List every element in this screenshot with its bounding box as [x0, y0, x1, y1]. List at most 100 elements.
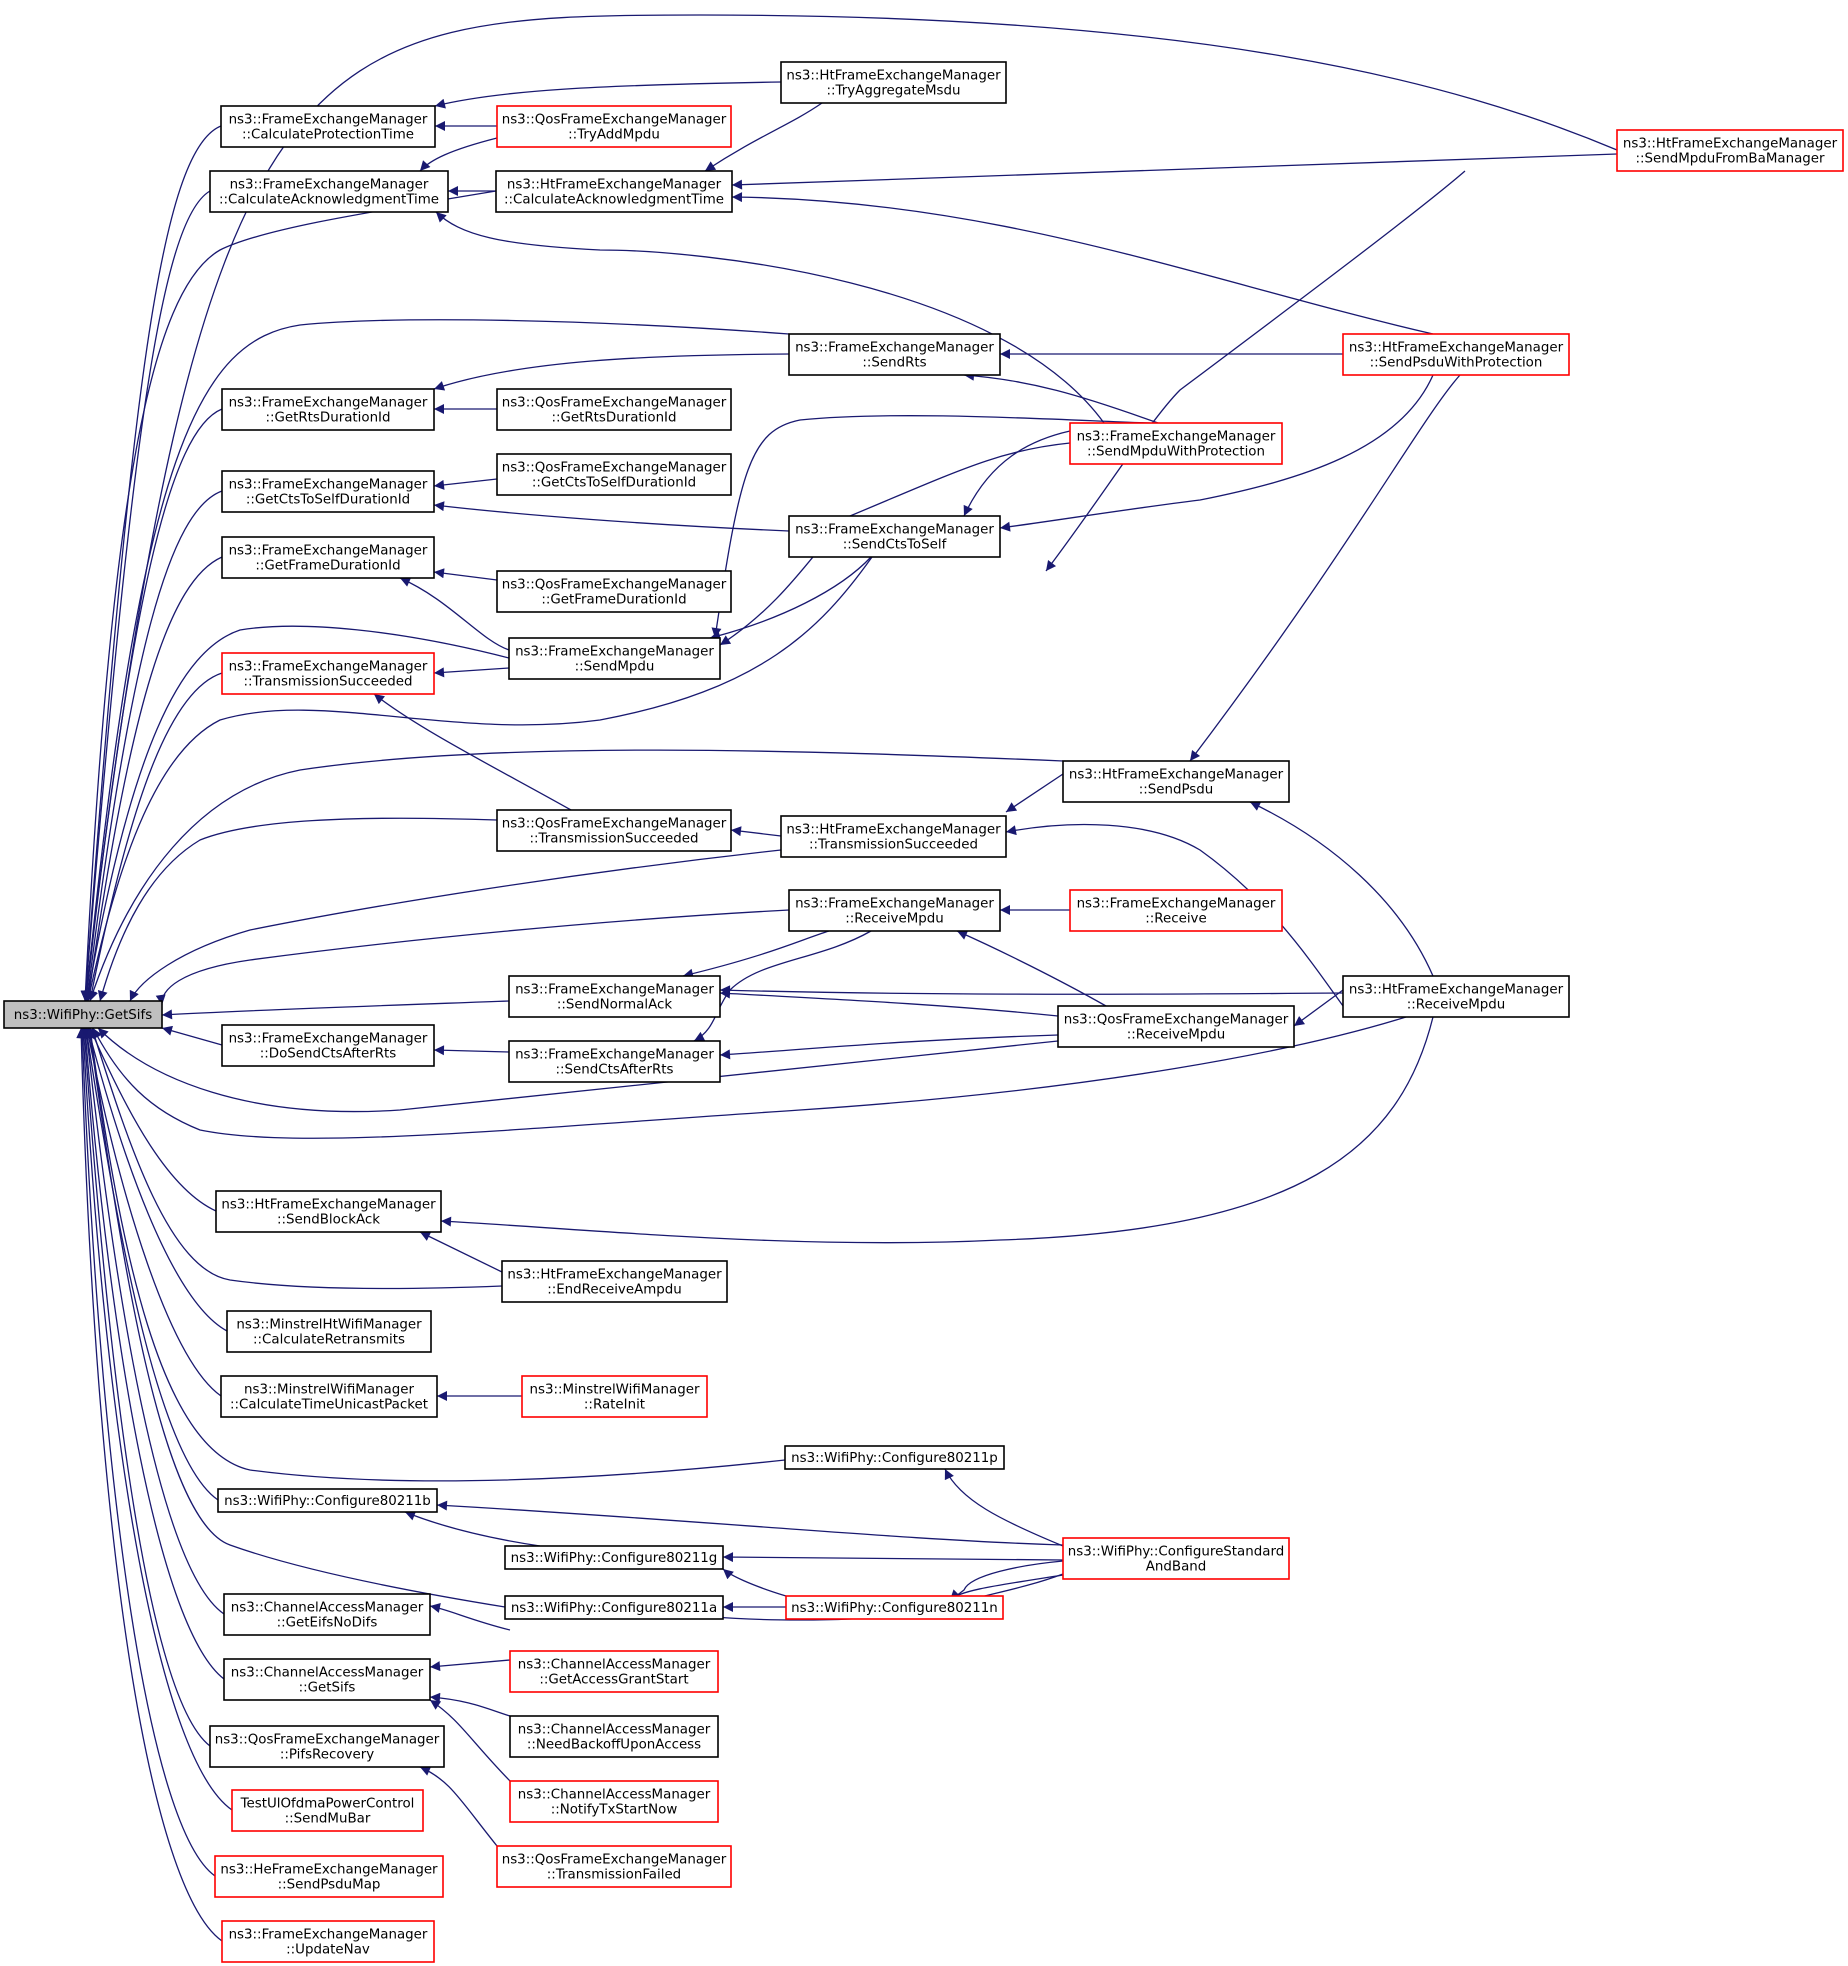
call-edge-59	[711, 415, 1151, 639]
call-edge-24	[129, 849, 782, 1002]
call-edge-4	[84, 556, 223, 1002]
node-n-qgrdi[interactable]: ns3::QosFrameExchangeManager::GetRtsDura…	[496, 388, 732, 431]
node-n-ts[interactable]: ns3::FrameExchangeManager::TransmissionS…	[221, 652, 435, 695]
node-box	[1057, 1005, 1295, 1048]
node-n-recv[interactable]: ns3::FrameExchangeManager::Receive	[1069, 889, 1283, 932]
node-box	[508, 637, 721, 680]
node-label-line: ns3::MinstrelWifiManager	[530, 1383, 700, 1398]
node-n-scar[interactable]: ns3::FrameExchangeManager::SendCtsAfterR…	[508, 1040, 721, 1083]
node-n-gfdi[interactable]: ns3::FrameExchangeManager::GetFrameDurat…	[221, 536, 435, 579]
call-edge-74	[719, 985, 1344, 996]
call-edge-53	[429, 1692, 511, 1717]
call-edge-82	[944, 1468, 1064, 1547]
node-n-c11n[interactable]: ns3::WifiPhy::Configure80211n	[785, 1595, 1004, 1620]
call-edge-61	[999, 374, 1434, 532]
node-n-qtf[interactable]: ns3::QosFrameExchangeManager::Transmissi…	[496, 1845, 732, 1888]
node-n-htsba[interactable]: ns3::HtFrameExchangeManager::SendBlockAc…	[215, 1190, 442, 1233]
node-n-mctup[interactable]: ns3::MinstrelWifiManager::CalculateTimeU…	[220, 1375, 438, 1418]
graph-edges	[76, 14, 1618, 1942]
node-label-line: ::SendBlockAck	[277, 1213, 380, 1228]
node-box	[495, 170, 733, 213]
node-n-rm[interactable]: ns3::FrameExchangeManager::ReceiveMpdu	[788, 889, 1001, 932]
node-label-line: ::ReceiveMpdu	[1127, 1028, 1226, 1043]
node-n-htts[interactable]: ns3::HtFrameExchangeManager::Transmissio…	[780, 815, 1007, 858]
node-n-scts[interactable]: ns3::FrameExchangeManager::SendCtsToSelf	[788, 515, 1001, 558]
node-label-line: ::TransmissionSucceeded	[244, 675, 413, 690]
node-label-line: ns3::FrameExchangeManager	[230, 178, 429, 193]
node-n-qgfdi[interactable]: ns3::QosFrameExchangeManager::GetFrameDu…	[496, 570, 732, 613]
node-label-line: ::SendNormalAck	[557, 998, 672, 1013]
node-n-mhcr[interactable]: ns3::MinstrelHtWifiManager::CalculateRet…	[226, 1310, 432, 1353]
node-label-line: ::GetFrameDurationId	[541, 593, 686, 608]
node-n-smwp[interactable]: ns3::FrameExchangeManager::SendMpduWithP…	[1069, 422, 1283, 465]
node-n-htrm[interactable]: ns3::HtFrameExchangeManager::ReceiveMpdu	[1342, 975, 1570, 1018]
node-n-c11p[interactable]: ns3::WifiPhy::Configure80211p	[784, 1445, 1005, 1470]
node-n-c11g[interactable]: ns3::WifiPhy::Configure80211g	[504, 1545, 724, 1570]
node-label-line: ns3::WifiPhy::Configure80211b	[224, 1494, 431, 1509]
node-n-camgs[interactable]: ns3::ChannelAccessManager::GetSifs	[223, 1658, 431, 1701]
node-n-httam[interactable]: ns3::HtFrameExchangeManager::TryAggregat…	[780, 61, 1007, 104]
call-edge-22	[88, 749, 1064, 1002]
node-n-gctsdi[interactable]: ns3::FrameExchangeManager::GetCtsToSelfD…	[221, 470, 435, 513]
node-box	[221, 470, 435, 513]
node-n-camnbua[interactable]: ns3::ChannelAccessManager::NeedBackoffUp…	[509, 1715, 719, 1758]
call-edge-51	[429, 1659, 511, 1672]
node-box	[504, 1545, 724, 1570]
node-label-line: ns3::HtFrameExchangeManager	[786, 69, 1001, 84]
node-n-tupc[interactable]: TestUlOfdmaPowerControl::SendMuBar	[231, 1789, 424, 1832]
call-edge-72	[956, 930, 1107, 1007]
node-n-camgags[interactable]: ns3::ChannelAccessManager::GetAccessGran…	[509, 1650, 719, 1693]
call-edge-15	[77, 1027, 216, 1877]
node-n-qrm[interactable]: ns3::QosFrameExchangeManager::ReceiveMpd…	[1057, 1005, 1295, 1048]
node-root[interactable]: ns3::WifiPhy::GetSifs	[3, 1000, 163, 1029]
call-edge-21	[85, 556, 873, 1002]
node-label-line: ns3::MinstrelWifiManager	[244, 1383, 414, 1398]
node-n-grdi[interactable]: ns3::FrameExchangeManager::GetRtsDuratio…	[221, 388, 435, 431]
node-label-line: ns3::HtFrameExchangeManager	[786, 823, 1001, 838]
node-n-camgend[interactable]: ns3::ChannelAccessManager::GetEifsNoDifs	[223, 1593, 431, 1636]
node-n-qpr[interactable]: ns3::QosFrameExchangeManager::PifsRecove…	[209, 1725, 445, 1768]
node-n-htcat[interactable]: ns3::HtFrameExchangeManager::CalculateAc…	[495, 170, 733, 213]
node-n-cpt[interactable]: ns3::FrameExchangeManager::CalculateProt…	[220, 105, 436, 148]
call-edge-38	[433, 478, 498, 490]
call-edge-19	[82, 319, 790, 1002]
node-n-qgctsdi[interactable]: ns3::QosFrameExchangeManager::GetCtsToSe…	[496, 453, 732, 496]
node-n-c11a[interactable]: ns3::WifiPhy::Configure80211a	[504, 1595, 724, 1620]
node-label-line: ns3::WifiPhy::GetSifs	[14, 1008, 152, 1023]
node-n-mri[interactable]: ns3::MinstrelWifiManager::RateInit	[521, 1375, 708, 1418]
node-label-line: ::SendMpduWithProtection	[1087, 445, 1265, 460]
node-label-line: ::TryAddMpdu	[568, 128, 660, 143]
call-edge-32	[434, 81, 782, 109]
node-label-line: ::SendPsdu	[1139, 783, 1214, 798]
node-n-dscar[interactable]: ns3::FrameExchangeManager::DoSendCtsAfte…	[221, 1024, 435, 1067]
node-n-htera[interactable]: ns3::HtFrameExchangeManager::EndReceiveA…	[501, 1260, 728, 1303]
node-box	[221, 536, 435, 579]
node-label-line: ns3::FrameExchangeManager	[795, 523, 994, 538]
node-n-sna[interactable]: ns3::FrameExchangeManager::SendNormalAck	[508, 975, 721, 1018]
node-n-srts[interactable]: ns3::FrameExchangeManager::SendRts	[788, 333, 1001, 376]
node-n-un[interactable]: ns3::FrameExchangeManager::UpdateNav	[221, 1920, 435, 1963]
call-edge-54	[429, 1699, 511, 1782]
node-n-htspwp[interactable]: ns3::HtFrameExchangeManager::SendPsduWit…	[1342, 333, 1570, 376]
node-box	[1616, 129, 1844, 172]
node-label-line: ns3::FrameExchangeManager	[229, 113, 428, 128]
node-n-hespm[interactable]: ns3::HeFrameExchangeManager::SendPsduMap	[214, 1855, 444, 1898]
node-box	[220, 105, 436, 148]
node-n-sm[interactable]: ns3::FrameExchangeManager::SendMpdu	[508, 637, 721, 680]
call-edge-57	[731, 153, 1618, 190]
node-box	[1342, 333, 1570, 376]
node-n-htsp[interactable]: ns3::HtFrameExchangeManager::SendPsdu	[1062, 760, 1290, 803]
node-label-line: ::GetAccessGrantStart	[539, 1673, 688, 1688]
node-label-line: ns3::FrameExchangeManager	[229, 544, 428, 559]
node-n-c11b[interactable]: ns3::WifiPhy::Configure80211b	[217, 1488, 438, 1513]
node-box	[215, 1190, 442, 1233]
node-n-cat[interactable]: ns3::FrameExchangeManager::CalculateAckn…	[209, 170, 449, 213]
node-label-line: ::NotifyTxStartNow	[551, 1803, 678, 1818]
node-n-qtam[interactable]: ns3::QosFrameExchangeManager::TryAddMpdu	[496, 105, 732, 148]
node-box	[785, 1595, 1004, 1620]
node-box	[223, 1658, 431, 1701]
node-n-qts[interactable]: ns3::QosFrameExchangeManager::Transmissi…	[496, 809, 732, 852]
node-n-camntsn[interactable]: ns3::ChannelAccessManager::NotifyTxStart…	[509, 1780, 719, 1823]
node-n-htsmfbm[interactable]: ns3::HtFrameExchangeManager::SendMpduFro…	[1616, 129, 1844, 172]
